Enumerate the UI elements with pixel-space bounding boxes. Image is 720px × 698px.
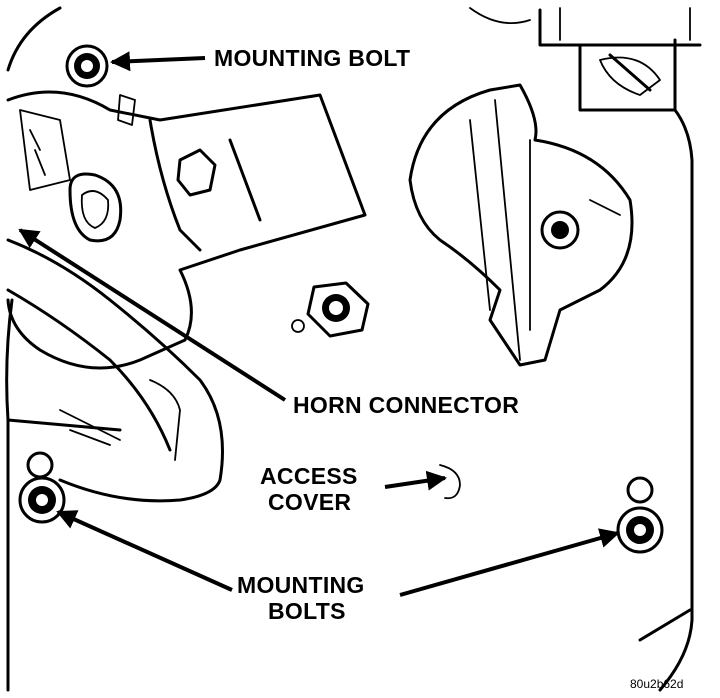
arrow-mounting-bolt-left bbox=[56, 510, 233, 592]
hex-nut bbox=[291, 281, 370, 338]
label-mounting-bolt: MOUNTING BOLT bbox=[214, 45, 411, 71]
arrow-horn-connector bbox=[18, 228, 287, 402]
arrow-mounting-bolt-right bbox=[399, 528, 620, 597]
leader-arrows bbox=[18, 51, 620, 597]
label-mounting-bolts-line1: MOUNTING bbox=[237, 572, 365, 598]
figure-code: 80u2b62d bbox=[630, 677, 684, 691]
knee-bolster-bracket bbox=[408, 83, 634, 367]
steering-column-assembly bbox=[6, 90, 367, 503]
arrow-access-cover bbox=[384, 470, 447, 491]
lower-right-mounting-bolt bbox=[616, 476, 664, 554]
label-access-cover-line2: COVER bbox=[268, 489, 352, 515]
access-cover-hole bbox=[439, 464, 461, 500]
label-mounting-bolts-line2: BOLTS bbox=[268, 598, 346, 624]
lower-left-mounting-bolt bbox=[18, 451, 66, 524]
label-horn-connector: HORN CONNECTOR bbox=[293, 392, 520, 418]
arrow-mounting-bolt-top bbox=[110, 51, 206, 72]
label-access-cover-line1: ACCESS bbox=[260, 463, 358, 489]
top-mounting-bolt bbox=[65, 44, 109, 88]
